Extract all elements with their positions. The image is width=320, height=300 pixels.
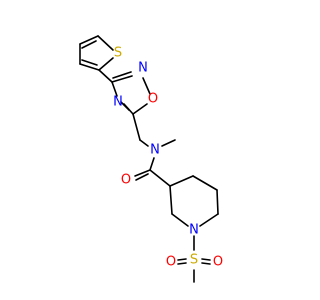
bond (132, 113, 141, 141)
atom-label-o-oxadiazole: O (148, 92, 158, 107)
atom-label-s-thiophene: S (114, 46, 122, 61)
bond (134, 169, 151, 177)
atom-label-s-sulfonyl: S (190, 253, 198, 268)
bond (142, 77, 151, 95)
bond (171, 213, 189, 227)
atom-label-o-sulfonyl: O (213, 255, 223, 270)
bond (132, 103, 148, 115)
atom-label-n-amide: N (150, 143, 160, 158)
atom-label-n-oxadiazole: N (113, 95, 123, 110)
bond (161, 139, 176, 147)
bond (120, 101, 130, 111)
bond (98, 69, 113, 83)
bond (201, 262, 211, 265)
bond (216, 189, 219, 215)
bond (112, 71, 132, 79)
bond (111, 81, 118, 97)
atom-label-o-carbonyl: O (121, 173, 131, 188)
bond (192, 175, 218, 191)
bond (149, 169, 171, 187)
bond (201, 258, 211, 261)
thiophene-ring (79, 35, 114, 71)
bond (169, 175, 194, 187)
bond (81, 59, 98, 66)
bond (111, 75, 133, 83)
molecule-structure: S N O N N O N S O O (79, 35, 223, 283)
atom-label-n-oxadiazole: N (138, 61, 148, 76)
bond (135, 173, 149, 181)
bond (177, 262, 187, 265)
bond (149, 157, 155, 171)
bond (79, 35, 99, 45)
bond (177, 258, 187, 261)
atom-label-n-piperidine: N (189, 223, 199, 238)
piperidine-ring (169, 175, 219, 227)
bond (139, 139, 149, 147)
bond (98, 57, 114, 71)
oxadiazole-ring (111, 71, 151, 115)
bond (97, 35, 114, 51)
bond (199, 213, 219, 227)
bond (79, 63, 100, 71)
bond (81, 40, 97, 49)
atom-label-o-sulfonyl: O (166, 255, 176, 270)
bond (169, 185, 173, 215)
